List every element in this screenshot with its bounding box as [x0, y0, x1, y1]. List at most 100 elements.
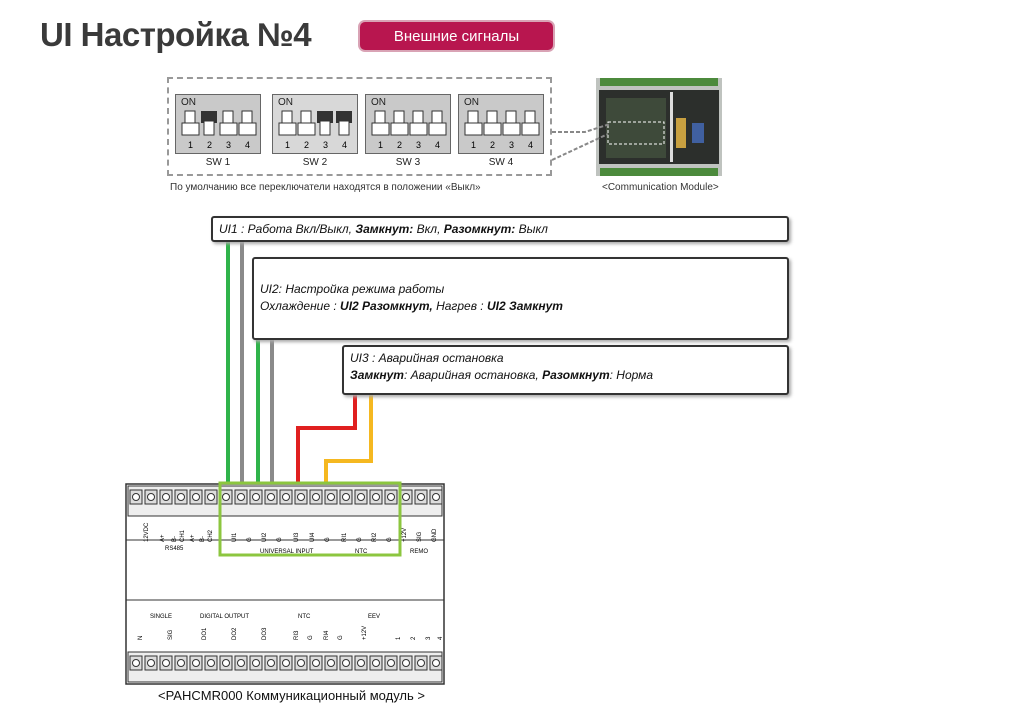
terminal-label: G [357, 537, 363, 542]
photo-connector-line [551, 123, 611, 161]
terminal-label: UI2 [262, 532, 268, 542]
ui1-open: Разомкнут: [443, 222, 516, 236]
terminal-label: B- [172, 536, 178, 542]
wire-ui3-signal [296, 395, 357, 485]
ui2-heating: Нагрев : [432, 299, 487, 313]
svg-text:3: 3 [416, 140, 421, 150]
terminal-label: B- [200, 536, 206, 542]
terminal-label: G [387, 537, 393, 542]
terminal-label: UI4 [310, 532, 316, 542]
universal-input-highlight [218, 481, 402, 557]
photo-caption: <Communication Module> [602, 182, 719, 193]
svg-text:1: 1 [188, 140, 193, 150]
ui2-description-box: UI2: Настройка режима работы Охлаждение … [252, 257, 789, 340]
switch-lever-on [317, 111, 333, 123]
terminal-label: UI1 [232, 532, 238, 542]
svg-text:1: 1 [378, 140, 383, 150]
wire-ui3-ground [324, 395, 373, 485]
group-label: REMO [410, 549, 428, 555]
on-label: ON [181, 97, 196, 108]
terminal-label: 2 [411, 636, 417, 640]
ui3-emergency: : Аварийная остановка, [403, 368, 543, 382]
ui3-normal: : Норма [609, 368, 654, 382]
group-label: UNIVERSAL INPUT [260, 549, 314, 555]
terminal-label: SIG [417, 531, 423, 542]
dip-switch-name: SW 3 [395, 157, 421, 168]
svg-text:1: 1 [471, 140, 476, 150]
communication-module-photo [596, 78, 722, 176]
terminal-label: RI3 [294, 630, 300, 640]
ui1-closed: Замкнут: [355, 222, 414, 236]
ui2-open: UI2 Разомкнут, [340, 299, 433, 313]
dip-switch-1: ON 1 2 3 4 [175, 94, 261, 154]
svg-text:3: 3 [226, 140, 231, 150]
ui3-closed: Замкнут [350, 368, 404, 382]
svg-text:3: 3 [323, 140, 328, 150]
on-label: ON [464, 97, 479, 108]
terminal-label: GND [432, 528, 438, 542]
ui3-description-box: UI3 : Аварийная остановка Замкнут: Авари… [342, 345, 789, 395]
dip-switch-4: ON 1 2 3 4 [458, 94, 544, 154]
dip-switch-2: ON 1 2 3 4 [272, 94, 358, 154]
dip-switch-name: SW 4 [488, 157, 514, 168]
svg-text:4: 4 [342, 140, 347, 150]
on-label: ON [278, 97, 293, 108]
terminal-label: G [247, 537, 253, 542]
terminal-label: RI1 [342, 532, 348, 542]
group-label: DIGITAL OUTPUT [200, 614, 249, 620]
terminal-label: +12V [362, 626, 368, 640]
terminal-label: N [138, 636, 144, 640]
svg-text:4: 4 [528, 140, 533, 150]
terminal-label: G [325, 537, 331, 542]
svg-text:2: 2 [304, 140, 309, 150]
terminal-label: G [277, 537, 283, 542]
svg-text:2: 2 [207, 140, 212, 150]
ui1-on: Вкл, [413, 222, 444, 236]
terminal-label: G [338, 635, 344, 640]
dip-switch-panel: ON 1 2 3 4 SW 1 ON 1 2 3 4 SW 2 ON 1 2 3 4 SW 3 ON 1 2 3 4 SW 4 [167, 77, 552, 176]
svg-text:3: 3 [509, 140, 514, 150]
section-badge: Внешние сигналы [360, 22, 553, 50]
module-body [125, 483, 445, 685]
terminal-label: DO2 [232, 627, 238, 640]
terminal-label: DO3 [262, 627, 268, 640]
ui1-text: UI1 : Работа Вкл/Выкл, [219, 222, 356, 236]
svg-text:4: 4 [435, 140, 440, 150]
terminal-label: RI4 [324, 630, 330, 640]
ui1-description-box: UI1 : Работа Вкл/Выкл, Замкнут: Вкл, Раз… [211, 216, 789, 242]
terminal-label: RI2 [372, 532, 378, 542]
terminal-label: UI3 [294, 532, 300, 542]
terminal-label: G [308, 635, 314, 640]
svg-text:4: 4 [245, 140, 250, 150]
dip-switch-name: SW 2 [302, 157, 328, 168]
terminal-label: +12V [402, 528, 408, 542]
group-label: EEV [368, 614, 380, 620]
switch-lever-on [201, 111, 217, 123]
terminal-label: 3 [426, 636, 432, 640]
group-label: NTC [298, 614, 311, 620]
ui3-title: UI3 : Аварийная остановка [350, 351, 504, 365]
group-label: RS485 [165, 546, 184, 552]
ui2-closed: UI2 Замкнут [486, 299, 563, 313]
page-title: UI Настройка №4 [40, 16, 312, 53]
terminal-label: SIG [168, 629, 174, 640]
svg-text:1: 1 [285, 140, 290, 150]
terminal-label: 1 [396, 636, 402, 640]
terminal-label: DO1 [202, 627, 208, 640]
svg-text:2: 2 [490, 140, 495, 150]
group-label: NTC [355, 549, 368, 555]
svg-text:2: 2 [397, 140, 402, 150]
on-label: ON [371, 97, 386, 108]
dip-switch-name: SW 1 [205, 157, 231, 168]
module-caption: <PAHCMR000 Коммуникационный модуль > [158, 688, 425, 703]
switch-lever-on [336, 111, 352, 123]
ui1-off: Выкл [515, 222, 548, 236]
ui3-open: Разомкнут [542, 368, 610, 382]
ui2-title: UI2: Настройка режима работы [260, 282, 445, 296]
group-label: SINGLE [150, 614, 172, 620]
dip-switch-3: ON 1 2 3 4 [365, 94, 451, 154]
terminal-label: 4 [438, 636, 444, 640]
terminal-label: CH1 [180, 529, 186, 542]
